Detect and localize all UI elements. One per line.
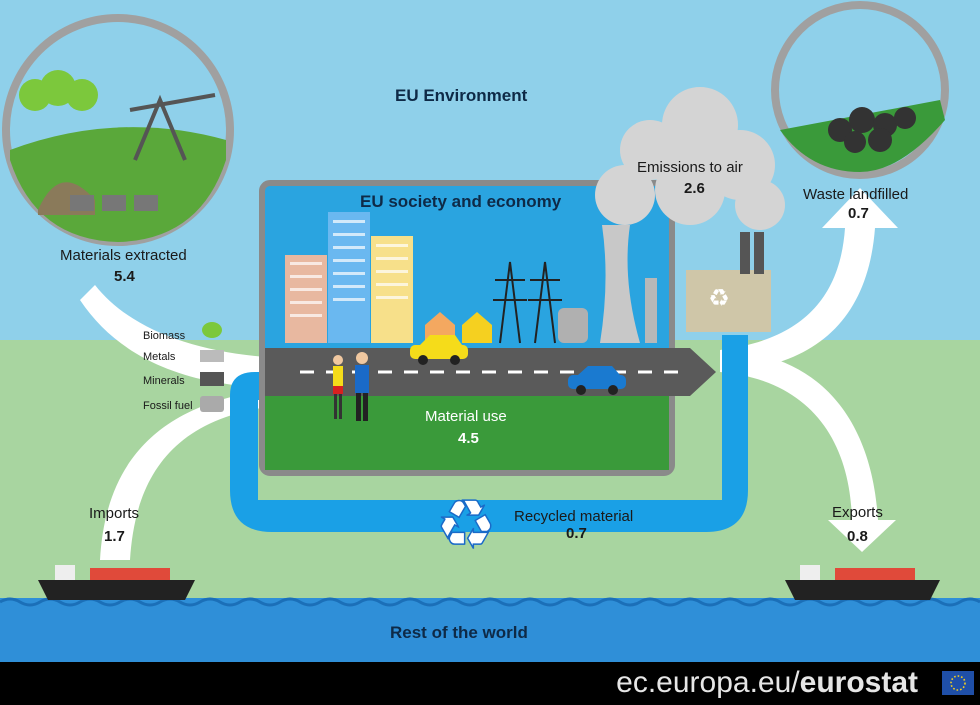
imports-value: 1.7 xyxy=(104,528,125,545)
recycled-label: Recycled material xyxy=(514,508,634,525)
legend-fossil-fuel: Fossil fuel xyxy=(143,400,193,412)
pylon-2 xyxy=(528,261,562,344)
building-2 xyxy=(328,212,370,343)
people-icon xyxy=(333,352,369,421)
biomass-icon xyxy=(202,322,222,338)
building-windows xyxy=(290,220,408,317)
building-3 xyxy=(371,236,413,343)
materials-extracted-label: Materials extracted xyxy=(60,247,187,264)
factory-chimney-1 xyxy=(740,232,750,274)
legend-biomass: Biomass xyxy=(143,330,186,342)
exports-value: 0.8 xyxy=(847,528,868,545)
building-1 xyxy=(285,255,327,343)
material-use-value: 4.5 xyxy=(458,430,479,447)
cooling-tower xyxy=(600,225,640,343)
legend-minerals: Minerals xyxy=(143,375,185,387)
environment-title: EU Environment xyxy=(395,86,528,105)
legend-metals: Metals xyxy=(143,351,176,363)
fossil-fuel-icon xyxy=(200,396,224,412)
imports-label: Imports xyxy=(89,505,140,522)
waste-landfilled-label: Waste landfilled xyxy=(803,186,909,203)
exports-label: Exports xyxy=(832,504,883,521)
mine-carts xyxy=(70,195,158,211)
export-ship-icon xyxy=(785,565,940,600)
factory xyxy=(686,270,771,332)
blue-car-icon xyxy=(568,366,626,395)
society-title: EU society and economy xyxy=(360,192,562,211)
footer-link[interactable]: ec.europa.eu/eurostat xyxy=(616,666,918,700)
recycle-icon: ♻ xyxy=(436,487,497,563)
society-grass xyxy=(265,395,669,470)
pylon-1 xyxy=(493,261,527,344)
recycled-value: 0.7 xyxy=(566,525,587,542)
metals-icon xyxy=(200,350,224,362)
factory-recycle-icon: ♻ xyxy=(708,285,730,312)
waste-flow xyxy=(720,188,898,372)
yellow-car-icon xyxy=(410,335,468,365)
oil-pump-icon xyxy=(129,93,216,161)
chimney-small xyxy=(645,278,657,343)
import-ship-icon xyxy=(38,565,195,600)
tree-icons xyxy=(19,70,98,111)
factory-chimney-2 xyxy=(754,232,764,274)
material-use-label: Material use xyxy=(425,408,507,425)
emission-cloud xyxy=(595,87,785,230)
minerals-icon xyxy=(200,372,224,386)
waste-landfilled-value: 0.7 xyxy=(848,205,869,222)
footer-bar: ec.europa.eu/eurostat xyxy=(0,662,980,705)
eu-flag-icon xyxy=(942,671,974,695)
sea-background xyxy=(0,598,980,662)
exports-flow xyxy=(720,350,896,552)
world-title: Rest of the world xyxy=(390,623,528,642)
footer-brand: eurostat xyxy=(799,666,918,699)
materials-extracted-value: 5.4 xyxy=(114,268,135,285)
house-2 xyxy=(462,312,492,343)
waste-bags-icon xyxy=(828,107,916,153)
emissions-value: 2.6 xyxy=(684,180,705,197)
recycle-loop xyxy=(230,335,748,532)
footer-domain: ec.europa.eu/ xyxy=(616,666,800,699)
storage-tanks xyxy=(558,308,588,343)
emissions-label: Emissions to air xyxy=(637,159,743,176)
sea-waves xyxy=(0,597,980,607)
